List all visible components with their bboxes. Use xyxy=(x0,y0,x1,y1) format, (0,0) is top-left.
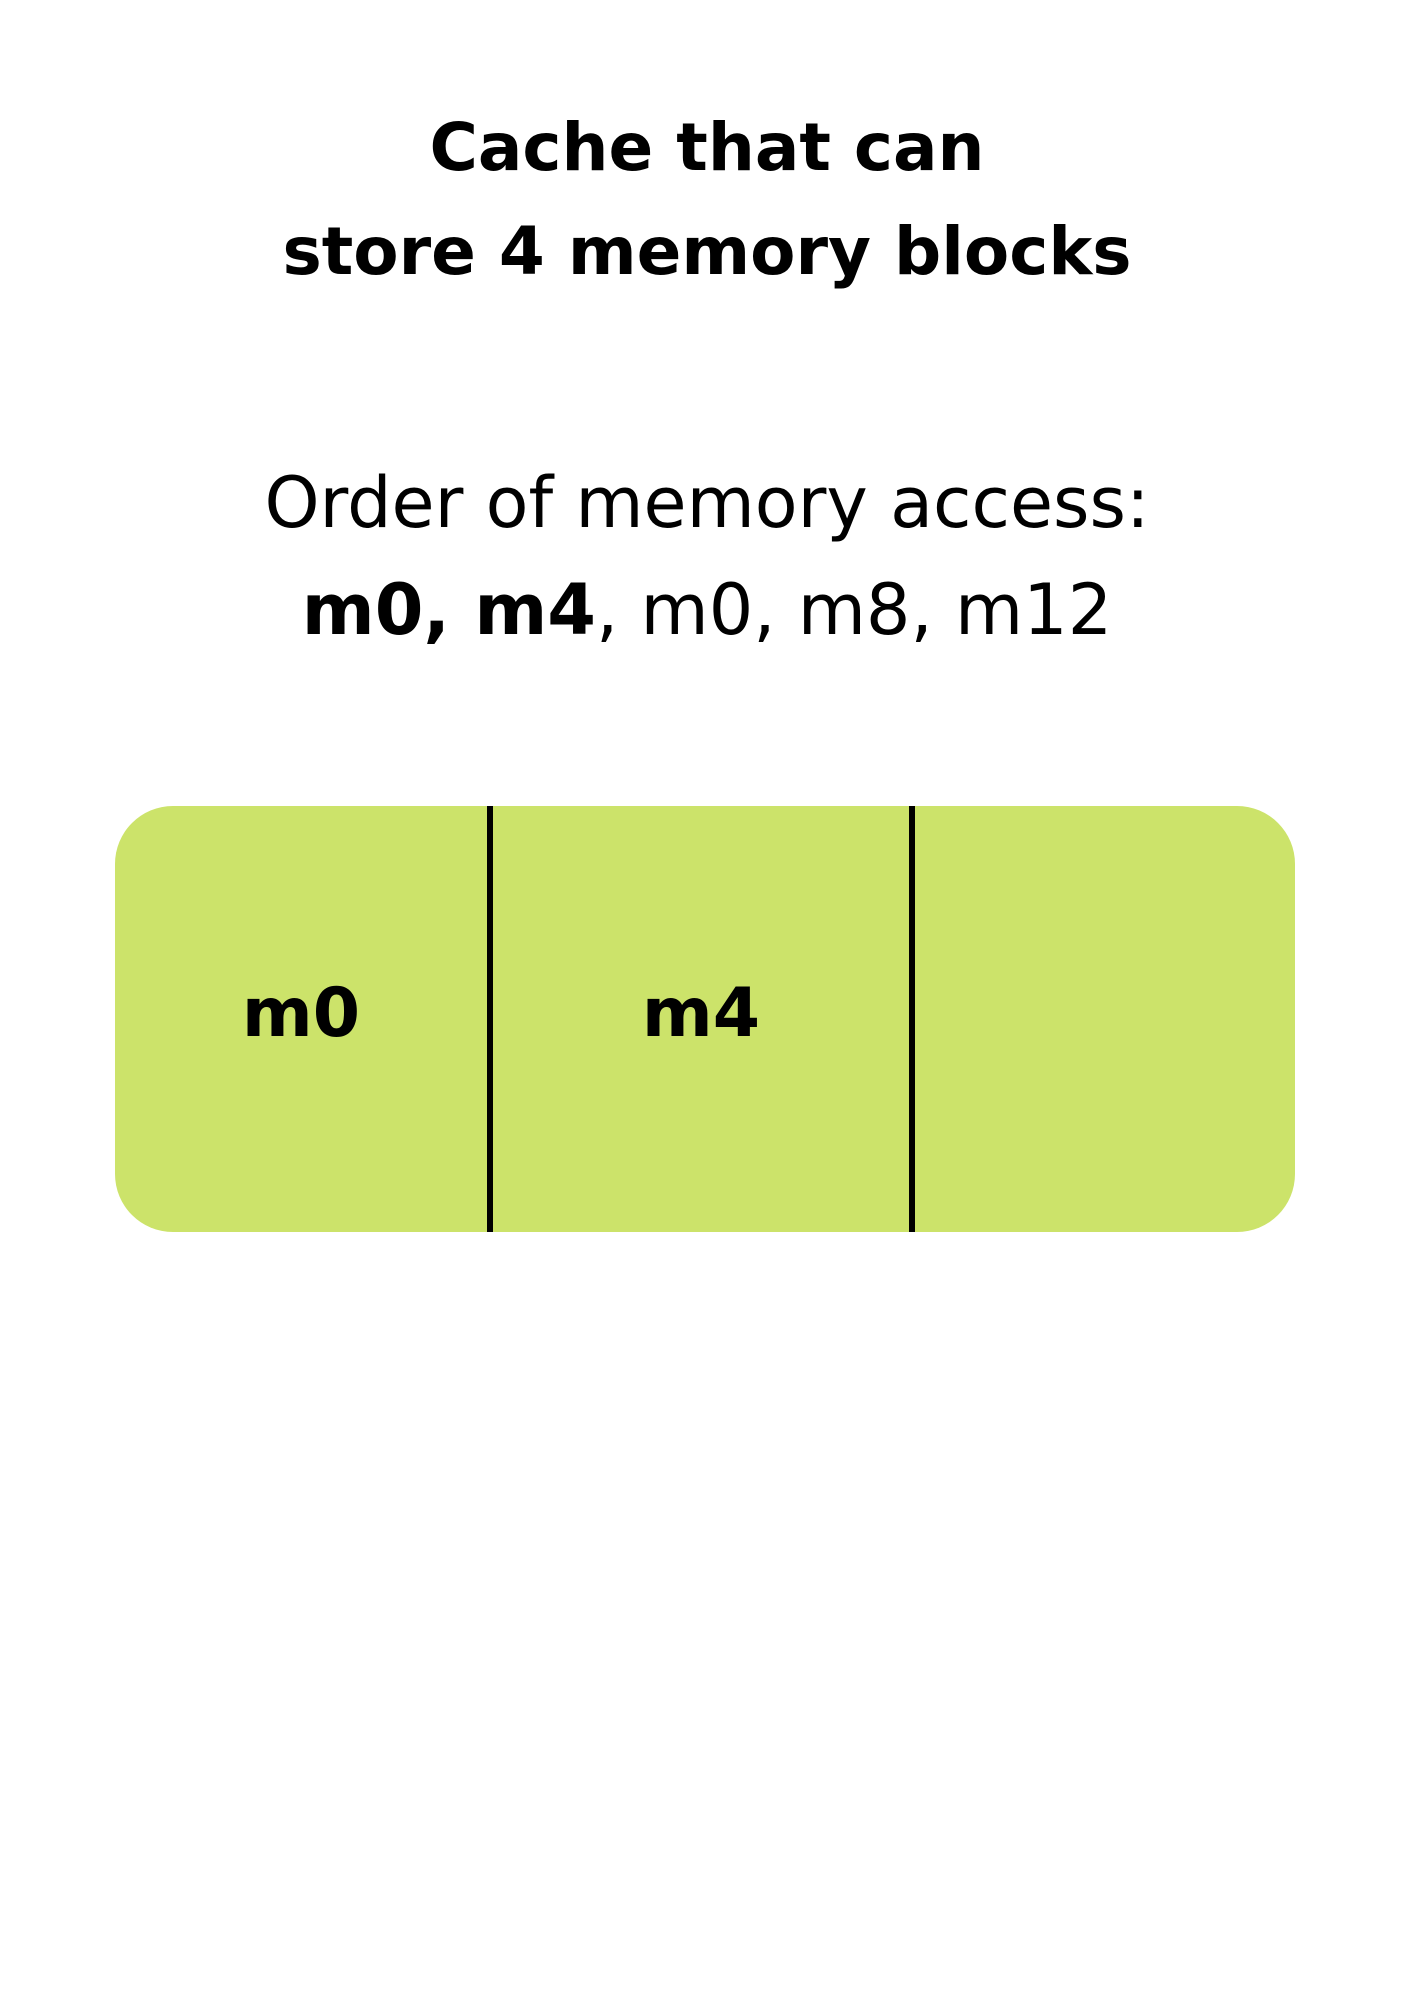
access-order: Order of memory access: m0, m4, m0, m8, … xyxy=(0,450,1414,664)
pending-blocks: , m0, m8, m12 xyxy=(596,569,1113,651)
diagram-title: Cache that can store 4 memory blocks xyxy=(0,96,1414,304)
title-line-1: Cache that can xyxy=(429,109,985,186)
cache-block-row: m0 m4 xyxy=(115,806,1295,1232)
cache-slot-3 xyxy=(909,806,1295,1232)
access-order-label: Order of memory access: xyxy=(264,462,1150,544)
cache-slot-label: m0 xyxy=(241,973,361,1053)
cache-slot-1: m0 xyxy=(115,806,487,1232)
cache-slot-label: m4 xyxy=(641,973,761,1053)
cache-slot-2: m4 xyxy=(487,806,909,1232)
title-line-2: store 4 memory blocks xyxy=(282,213,1132,290)
accessed-blocks: m0, m4 xyxy=(301,569,597,651)
access-order-sequence: m0, m4, m0, m8, m12 xyxy=(0,557,1414,664)
